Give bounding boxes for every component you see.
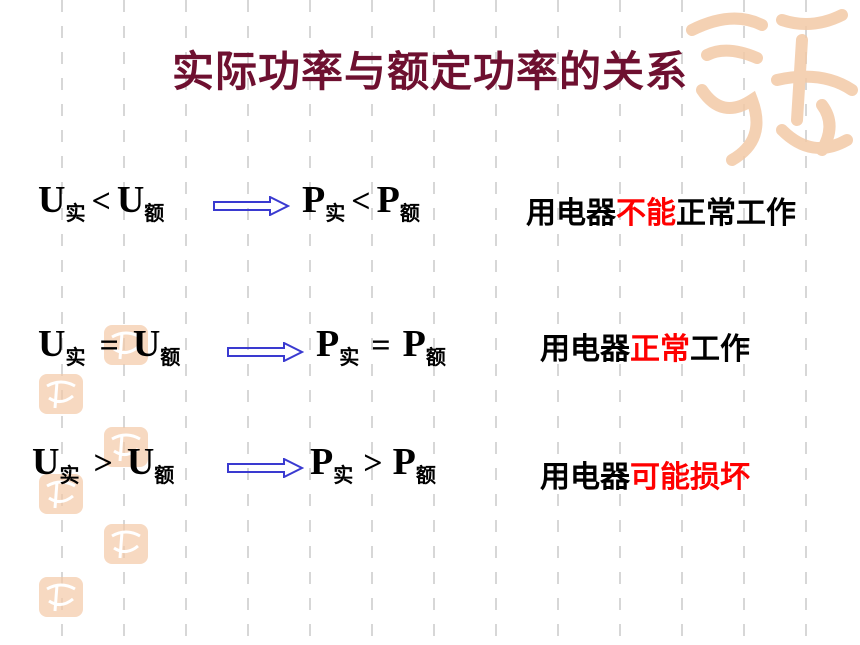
power-relation: P实>P额: [310, 440, 436, 488]
status-prefix: 用电器: [540, 460, 630, 495]
u-symbol: U: [132, 323, 161, 365]
p-symbol: P: [392, 441, 416, 483]
decorative-seal-small: [104, 427, 148, 467]
p-symbol: P: [376, 179, 400, 221]
relation-row-equal: U实=U额 P实=P额 用电器正常工作: [0, 322, 860, 382]
comparison-operator: =: [371, 327, 391, 364]
p-symbol: P: [302, 179, 326, 221]
status-suffix: 工作: [690, 332, 750, 367]
relation-row-less: U实<U额 P实<P额 用电器不能正常工作: [0, 178, 860, 238]
u-symbol: U: [38, 179, 66, 221]
appliance-status: 用电器正常工作: [540, 324, 750, 368]
voltage-relation: U实>U额: [32, 440, 174, 488]
status-highlight: 可能损坏: [630, 460, 750, 495]
implies-arrow-icon: [227, 458, 304, 478]
subscript-rated: 额: [399, 201, 420, 225]
subscript-rated: 额: [160, 345, 181, 369]
voltage-relation: U实=U额: [38, 322, 180, 370]
status-highlight: 不能: [616, 196, 676, 231]
appliance-status: 用电器不能正常工作: [526, 188, 796, 232]
comparison-operator: >: [363, 445, 383, 482]
subscript-actual: 实: [65, 345, 86, 369]
p-symbol: P: [316, 323, 340, 365]
subscript-actual: 实: [339, 345, 360, 369]
comparison-operator: <: [351, 183, 371, 220]
comparison-operator: <: [91, 183, 111, 220]
implies-arrow-icon: [213, 196, 290, 216]
subscript-actual: 实: [65, 201, 86, 225]
slide-title: 实际功率与额定功率的关系: [171, 47, 688, 96]
subscript-rated: 额: [425, 345, 446, 369]
subscript-actual: 实: [325, 201, 346, 225]
implies-arrow-icon: [227, 342, 304, 362]
u-symbol: U: [116, 179, 145, 221]
decorative-seal-small: [104, 524, 148, 564]
comparison-operator: =: [99, 327, 119, 364]
subscript-rated: 额: [154, 463, 175, 487]
decorative-seal-large: [686, 9, 858, 166]
u-symbol: U: [32, 441, 60, 483]
power-relation: P实<P额: [302, 178, 420, 226]
relation-row-greater: U实>U额 P实>P额 用电器可能损坏: [0, 440, 860, 500]
power-relation: P实=P额: [316, 322, 446, 370]
subscript-rated: 额: [415, 463, 436, 487]
u-symbol: U: [126, 441, 155, 483]
status-suffix: 正常工作: [676, 196, 796, 231]
decorative-seal-small: [39, 474, 83, 514]
status-highlight: 正常: [630, 332, 690, 367]
decorative-seal-small: [39, 577, 83, 617]
status-prefix: 用电器: [540, 332, 630, 367]
comparison-operator: >: [93, 445, 113, 482]
decorative-seal-small: [104, 325, 148, 365]
voltage-relation: U实<U额: [38, 178, 164, 226]
u-symbol: U: [38, 323, 66, 365]
status-prefix: 用电器: [526, 196, 616, 231]
decorative-seal-small: [39, 374, 83, 414]
subscript-actual: 实: [59, 463, 80, 487]
p-symbol: P: [310, 441, 334, 483]
appliance-status: 用电器可能损坏: [540, 452, 750, 496]
subscript-actual: 实: [333, 463, 354, 487]
subscript-rated: 额: [144, 201, 165, 225]
p-symbol: P: [402, 323, 426, 365]
